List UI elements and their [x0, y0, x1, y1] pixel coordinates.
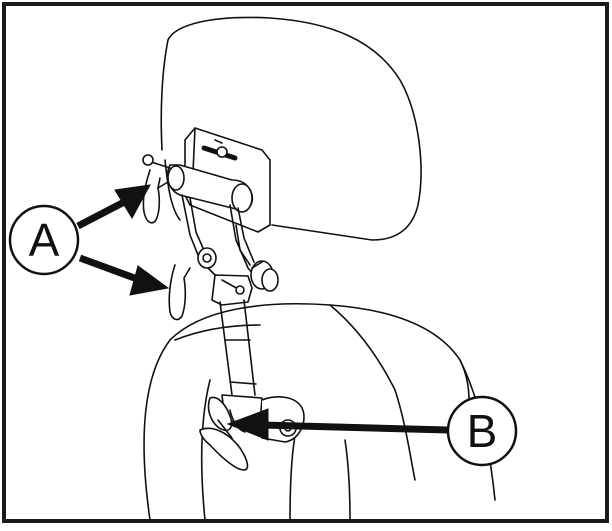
arrow-a-upper [76, 196, 130, 230]
wing-knob [199, 396, 249, 471]
post-clamp [211, 274, 253, 306]
hinge-assembly [142, 154, 254, 213]
arrow-b [261, 421, 449, 434]
arrowhead-b [226, 408, 269, 441]
support-post [219, 299, 257, 396]
callout-b-label: B [467, 405, 498, 457]
adjustment-knobs [197, 247, 279, 292]
callout-a: A [8, 204, 80, 276]
arrowhead-a-lower [129, 265, 170, 296]
arrow-a-lower [78, 254, 142, 284]
callout-a-label: A [29, 214, 60, 266]
callout-b: B [446, 395, 518, 467]
linkage-arms [181, 194, 259, 281]
arrowhead-a-upper [114, 184, 151, 220]
callout-arrows [76, 184, 449, 441]
release-lever-lower [168, 264, 191, 321]
